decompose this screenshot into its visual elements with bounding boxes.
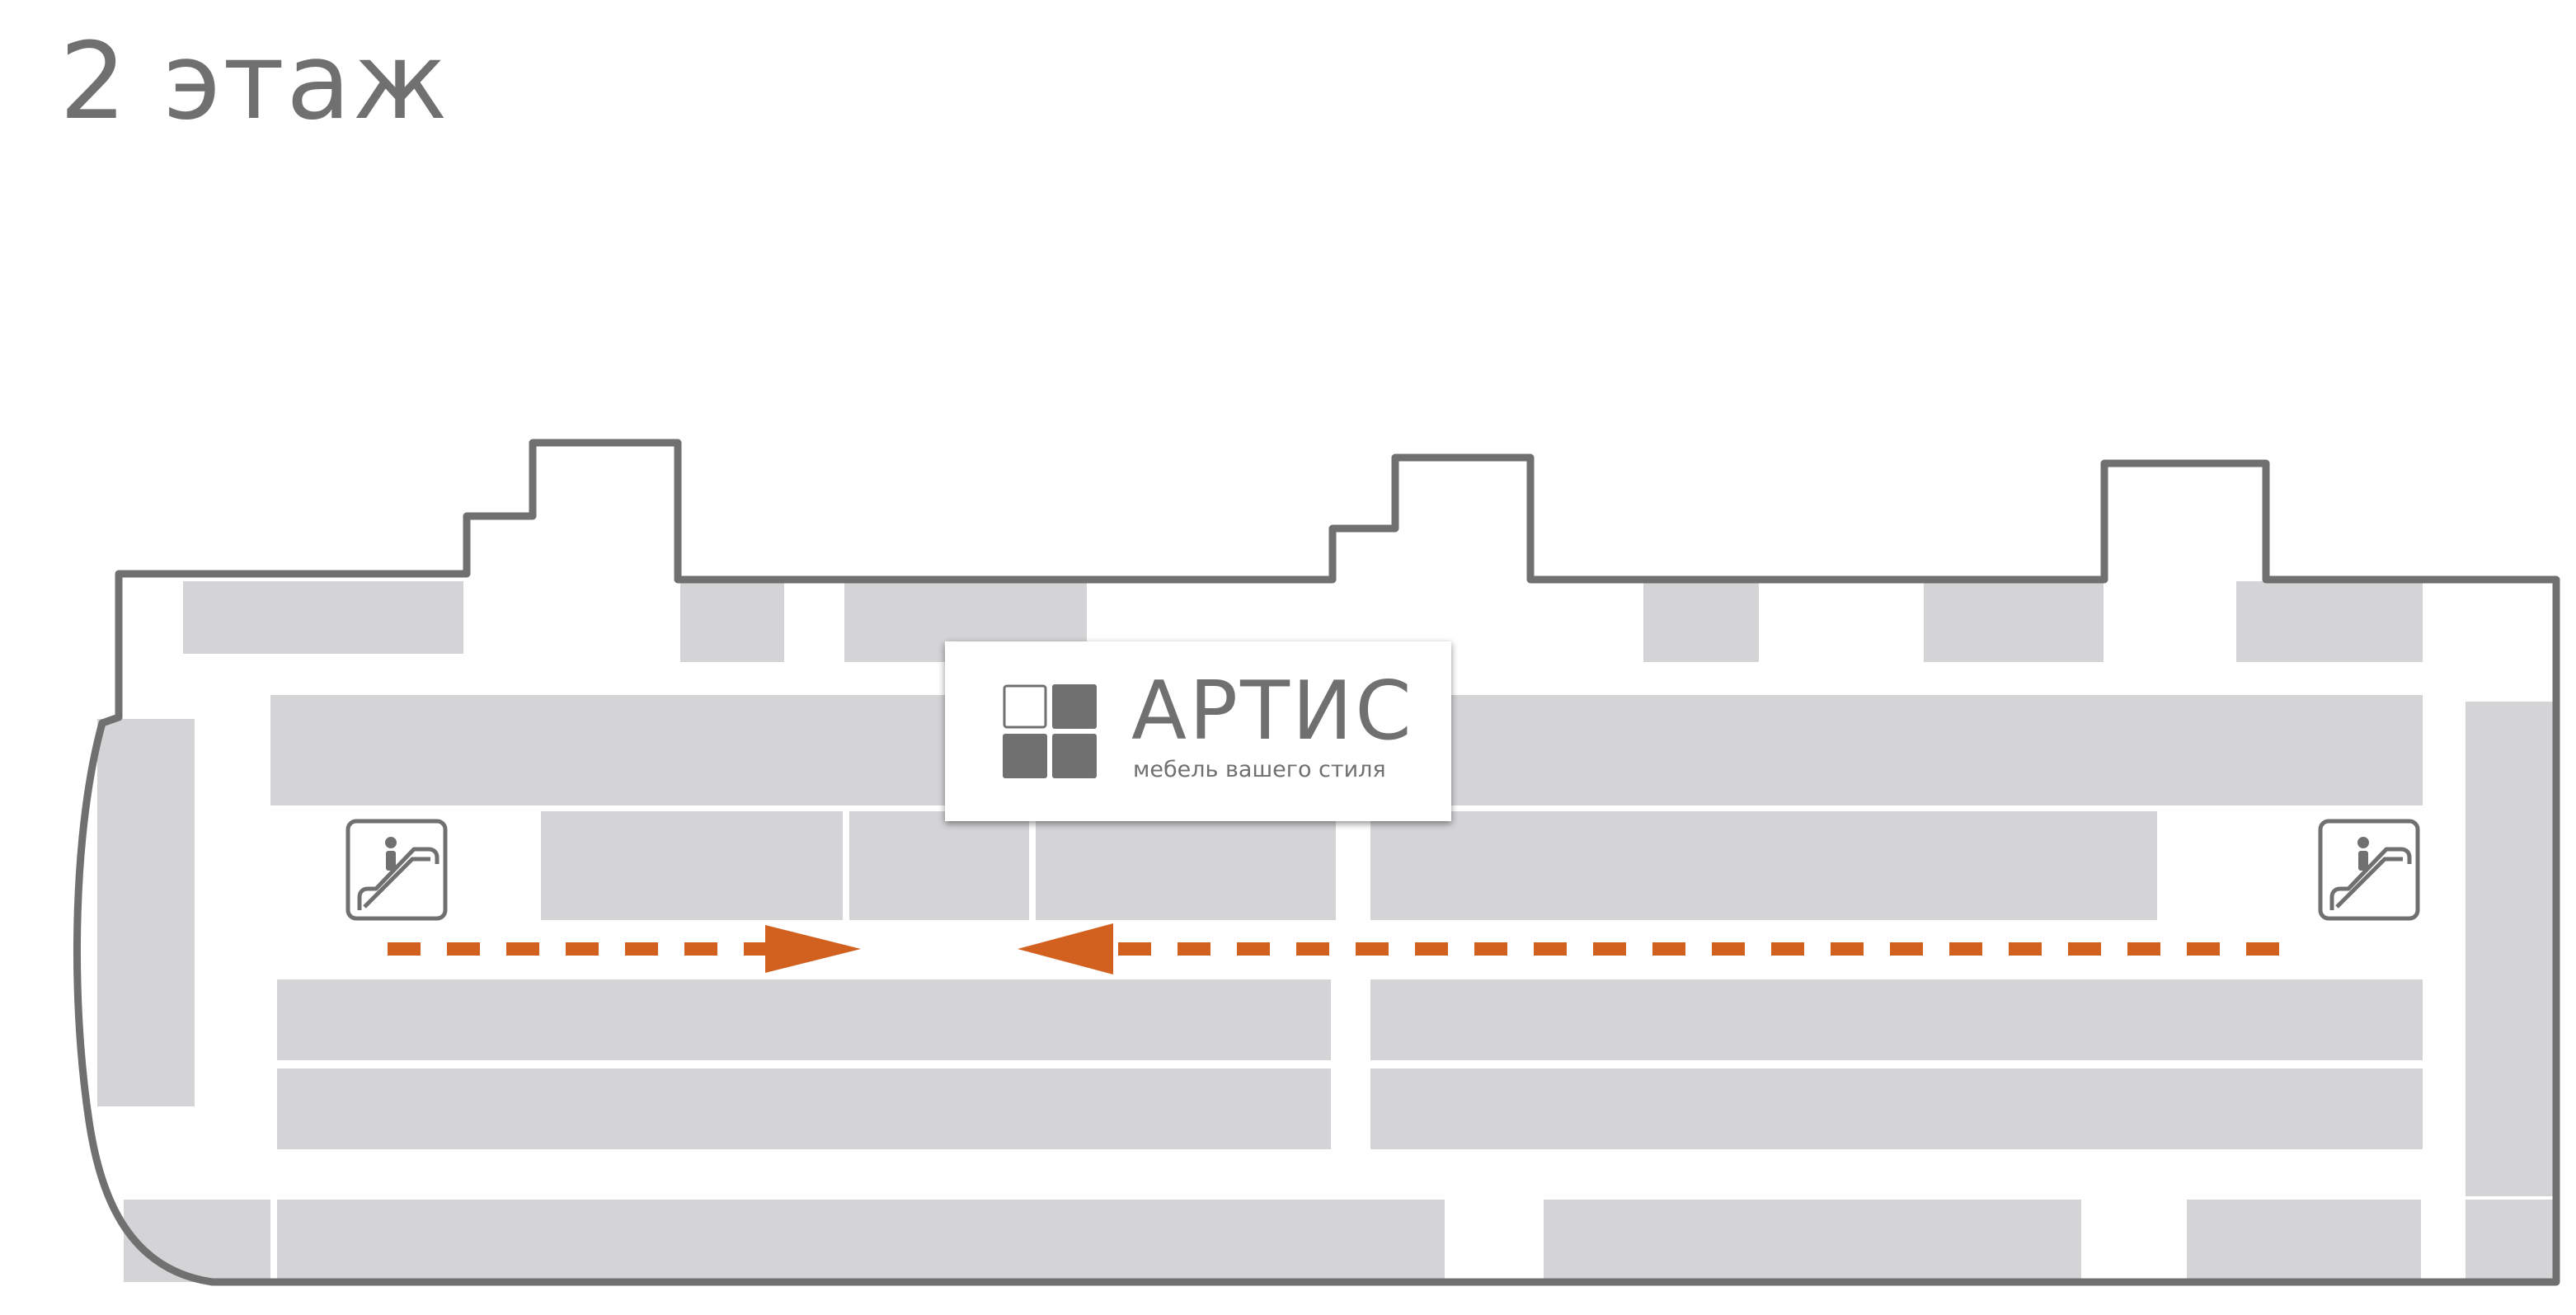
store-name: АРТИС: [1131, 665, 1414, 758]
route-left: [388, 925, 861, 973]
store-block[interactable]: [1370, 811, 2157, 920]
store-block[interactable]: [1370, 1068, 2423, 1149]
building-outline: [73, 439, 2560, 1286]
store-artis-location[interactable]: [849, 811, 1029, 920]
store-logo-card[interactable]: АРТИС мебель вашего стиля: [945, 641, 1451, 821]
store-block[interactable]: [183, 581, 463, 654]
store-block[interactable]: [277, 979, 1331, 1060]
store-block[interactable]: [2187, 1200, 2421, 1282]
store-block[interactable]: [1643, 581, 1759, 662]
store-block[interactable]: [124, 1200, 270, 1282]
escalator-icon[interactable]: [2318, 819, 2420, 921]
store-block[interactable]: [1435, 695, 2423, 805]
store-block[interactable]: [2466, 702, 2556, 1196]
store-block[interactable]: [277, 1200, 1445, 1282]
store-blocks: [97, 581, 2556, 1282]
store-block[interactable]: [2466, 1200, 2556, 1282]
escalator-icon[interactable]: [346, 819, 448, 921]
store-block[interactable]: [2236, 581, 2423, 662]
store-block[interactable]: [680, 581, 784, 662]
store-tagline: мебель вашего стиля: [1133, 757, 1386, 782]
store-block[interactable]: [1924, 581, 2104, 662]
arrow-right-icon: [765, 925, 861, 973]
store-block[interactable]: [1544, 1200, 2081, 1282]
store-block[interactable]: [1036, 811, 1336, 920]
four-squares-icon: [1003, 684, 1097, 778]
store-block[interactable]: [541, 811, 843, 920]
route-right: [1018, 923, 2302, 975]
floor-title: 2 этаж: [59, 21, 449, 143]
store-block[interactable]: [277, 1068, 1331, 1149]
store-block[interactable]: [270, 695, 961, 805]
arrow-left-icon: [1018, 923, 1113, 975]
store-block[interactable]: [97, 719, 195, 1106]
store-block[interactable]: [1370, 979, 2423, 1060]
